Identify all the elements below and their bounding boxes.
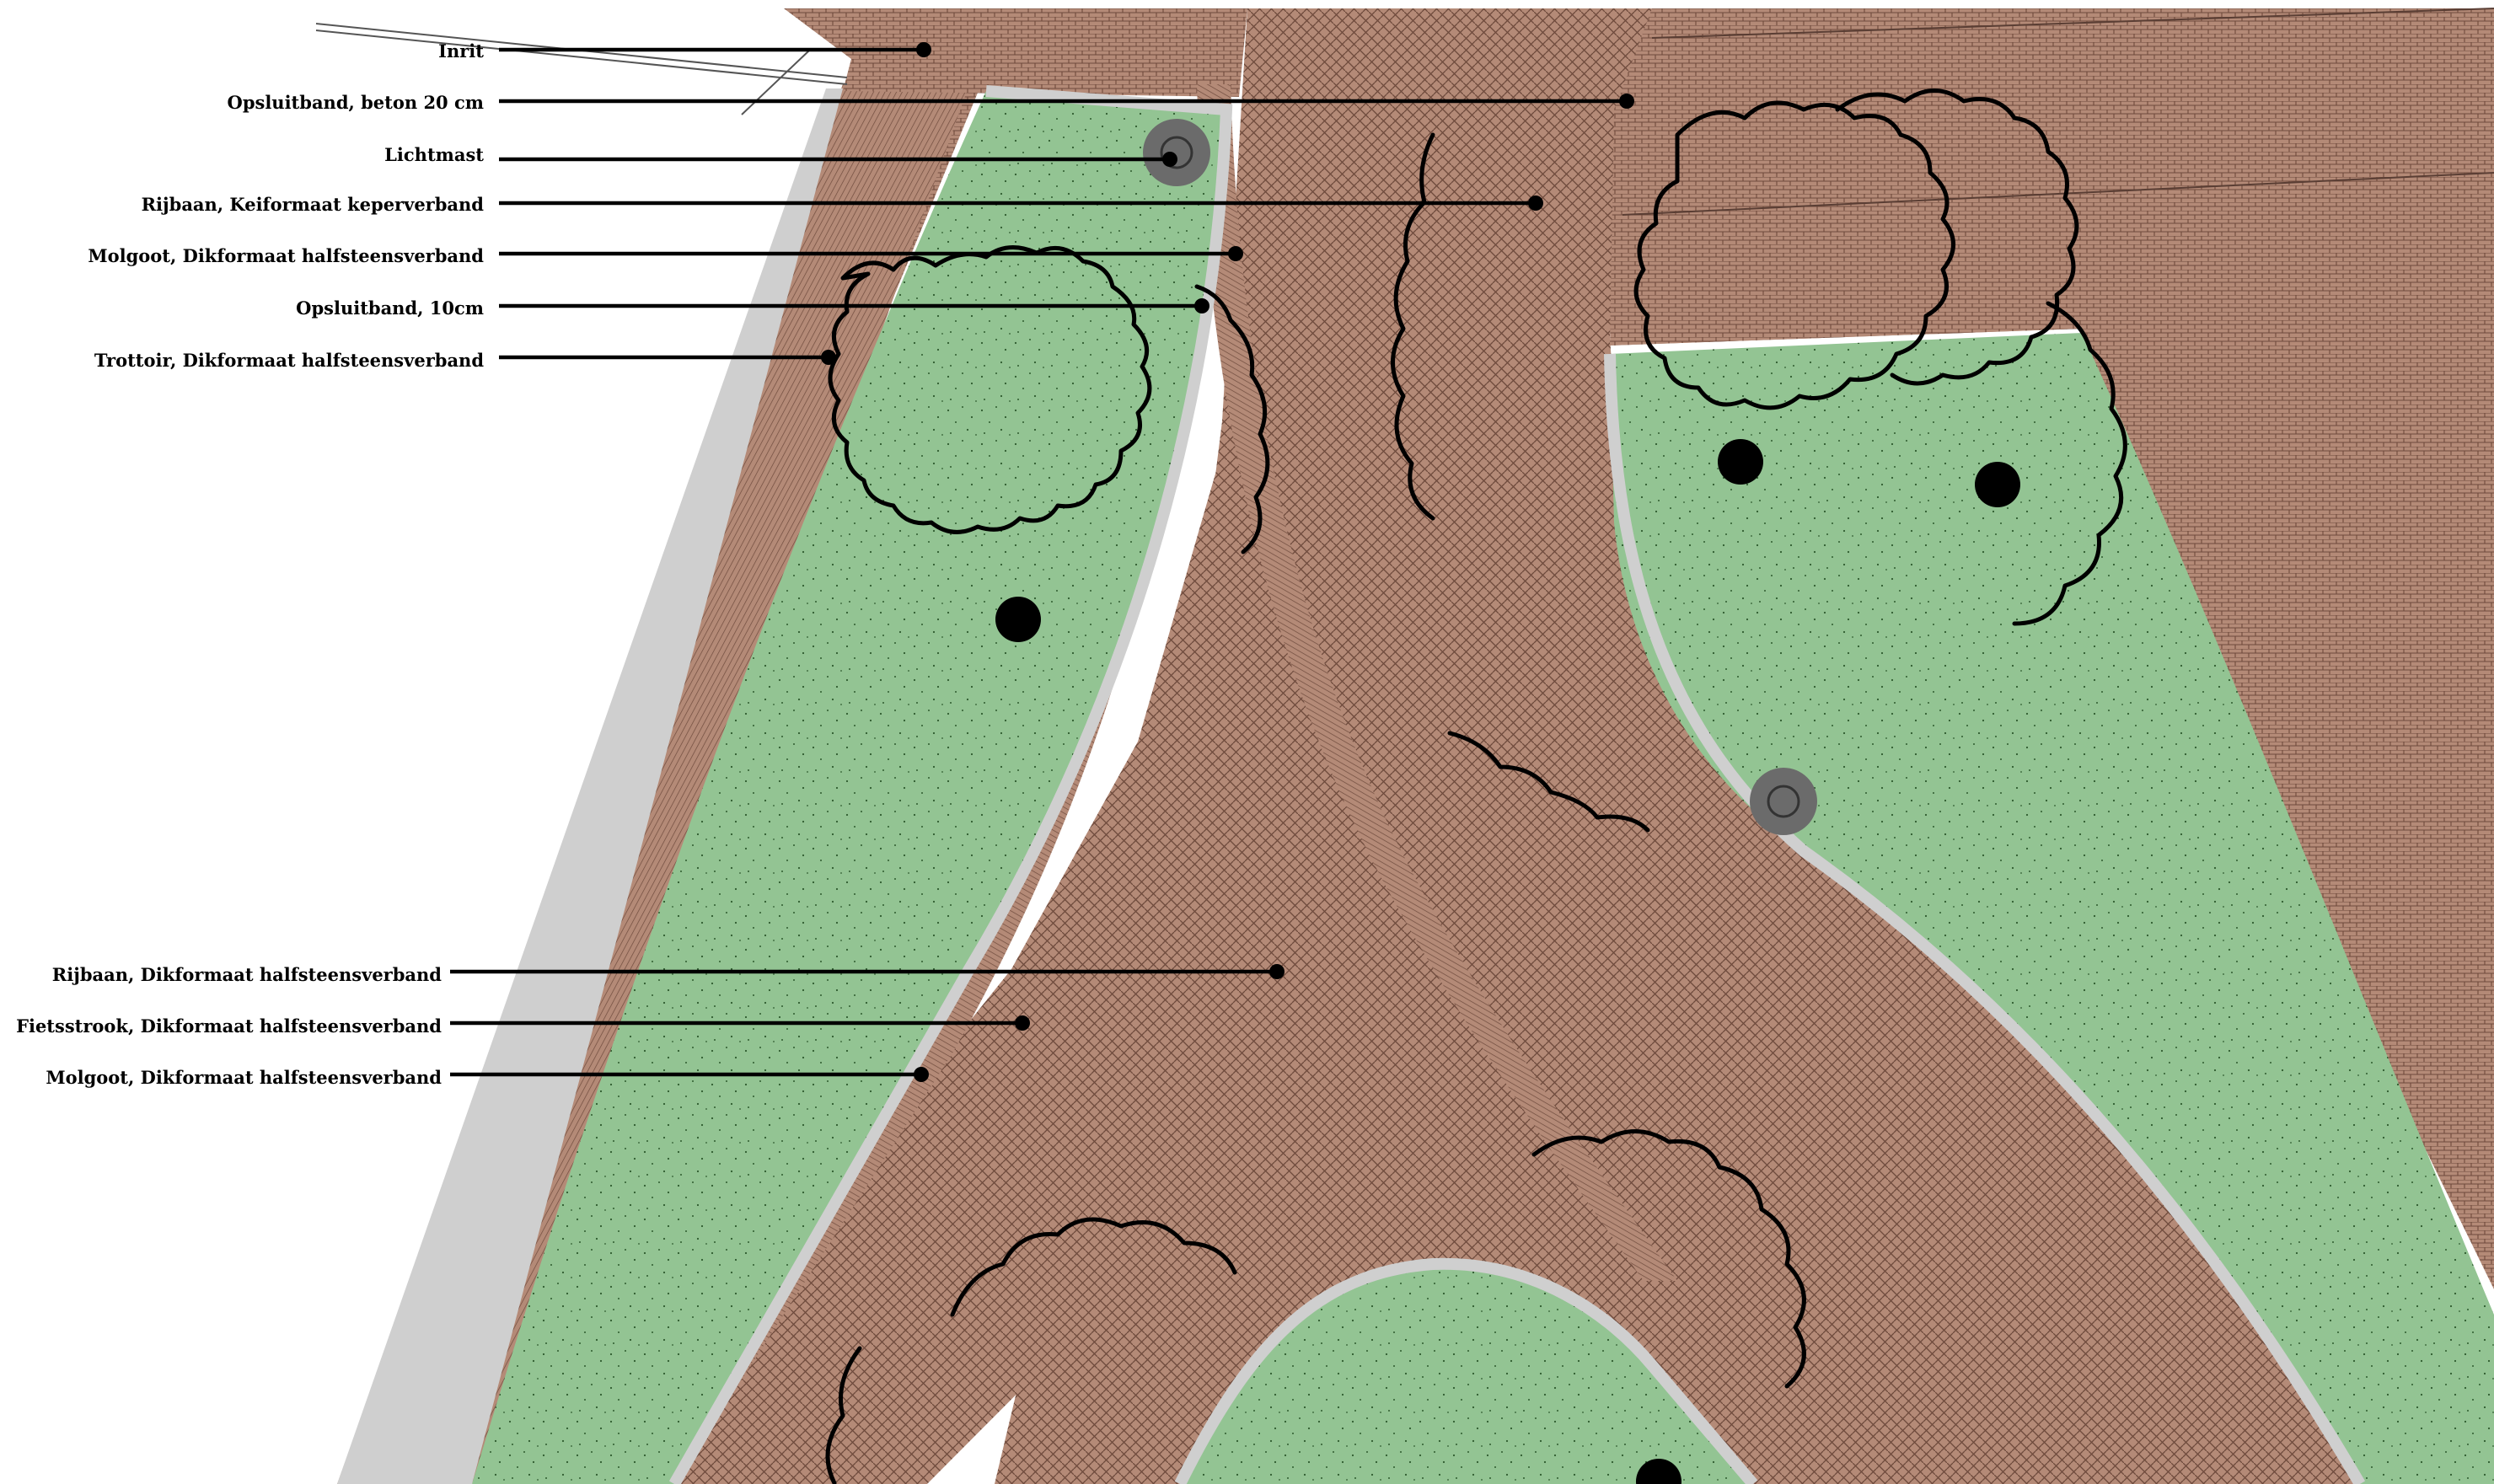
tree-canopy-icon xyxy=(1194,284,1270,554)
annotation-rijbaan-dikformaat: Rijbaan, Dikformaat halfsteensverband xyxy=(52,964,1285,985)
tree-canopy-icon xyxy=(1531,1129,1806,1389)
tree-canopy-icon xyxy=(2012,301,2127,626)
annotation-inrit: Inrit xyxy=(438,40,931,62)
annotation-opsluitband-20: Opsluitband, beton 20 cm xyxy=(228,92,1634,113)
annotation-molgoot-top: Molgoot, Dikformaat halfsteensverband xyxy=(88,245,1243,266)
annotation-label: Trottoir, Dikformaat halfsteensverband xyxy=(94,350,484,371)
annotation-group-bottom: Rijbaan, Dikformaat halfsteensverband Fi… xyxy=(16,964,1285,1088)
rijbaan-dikformaat xyxy=(641,421,1585,1484)
tree-canopy-icon xyxy=(825,1346,862,1484)
light-mast-icon xyxy=(1143,119,1210,186)
tree-trunk-icon xyxy=(1718,439,1763,485)
annotation-label: Molgoot, Dikformaat halfsteensverband xyxy=(46,1067,442,1088)
annotation-lichtmast: Lichtmast xyxy=(384,144,1177,167)
tree-trunk-icon xyxy=(995,597,1041,642)
annotation-rijbaan-keper: Rijbaan, Keiformaat keperverband xyxy=(142,194,1543,215)
annotation-molgoot-bottom: Molgoot, Dikformaat halfsteensverband xyxy=(46,1067,929,1088)
annotation-label: Molgoot, Dikformaat halfsteensverband xyxy=(88,245,484,266)
tree-trunk-icon xyxy=(1636,1459,1681,1484)
annotation-label: Opsluitband, beton 20 cm xyxy=(228,92,484,113)
tree-canopy-icon xyxy=(1633,100,1955,410)
inrit-area xyxy=(784,8,1247,97)
tree-canopy-icon xyxy=(1835,88,2079,386)
grass-layer xyxy=(337,85,2494,1484)
curb-right-island xyxy=(1604,353,2366,1484)
annotation-label: Rijbaan, Dikformaat halfsteensverband xyxy=(52,964,442,985)
canopy-layer xyxy=(825,88,2127,1484)
annotation-trottoir: Trottoir, Dikformaat halfsteensverband xyxy=(94,350,836,371)
annotation-opsluitband-10: Opsluitband, 10cm xyxy=(296,297,1209,319)
grass-island-left xyxy=(472,91,1226,1484)
objects-layer xyxy=(995,119,2020,1484)
annotation-label: Rijbaan, Keiformaat keperverband xyxy=(142,194,485,215)
light-mast-icon xyxy=(1750,768,1817,835)
tree-trunk-icon xyxy=(1975,462,2020,507)
annotation-group-top: Inrit Opsluitband, beton 20 cm Lichtmast… xyxy=(88,40,1634,371)
tree-canopy-icon xyxy=(950,1217,1237,1317)
annotation-label: Opsluitband, 10cm xyxy=(296,297,484,319)
annotation-fietsstrook: Fietsstrook, Dikformaat halfsteensverban… xyxy=(16,1015,1030,1037)
annotation-label: Lichtmast xyxy=(384,144,484,165)
annotation-label: Inrit xyxy=(438,40,484,62)
grass-island-right xyxy=(1610,333,2494,1484)
grass-island-bottom xyxy=(1180,1263,1753,1484)
curb-bottom-island xyxy=(1174,1257,1758,1484)
annotation-label: Fietsstrook, Dikformaat halfsteensverban… xyxy=(16,1015,442,1037)
grass-strip-far-left xyxy=(337,88,843,1484)
curb-left-island xyxy=(668,85,1233,1484)
right-paving-lower xyxy=(1610,177,2494,1281)
tree-canopy-icon xyxy=(1447,731,1650,833)
tree-canopy-icon xyxy=(828,245,1152,534)
